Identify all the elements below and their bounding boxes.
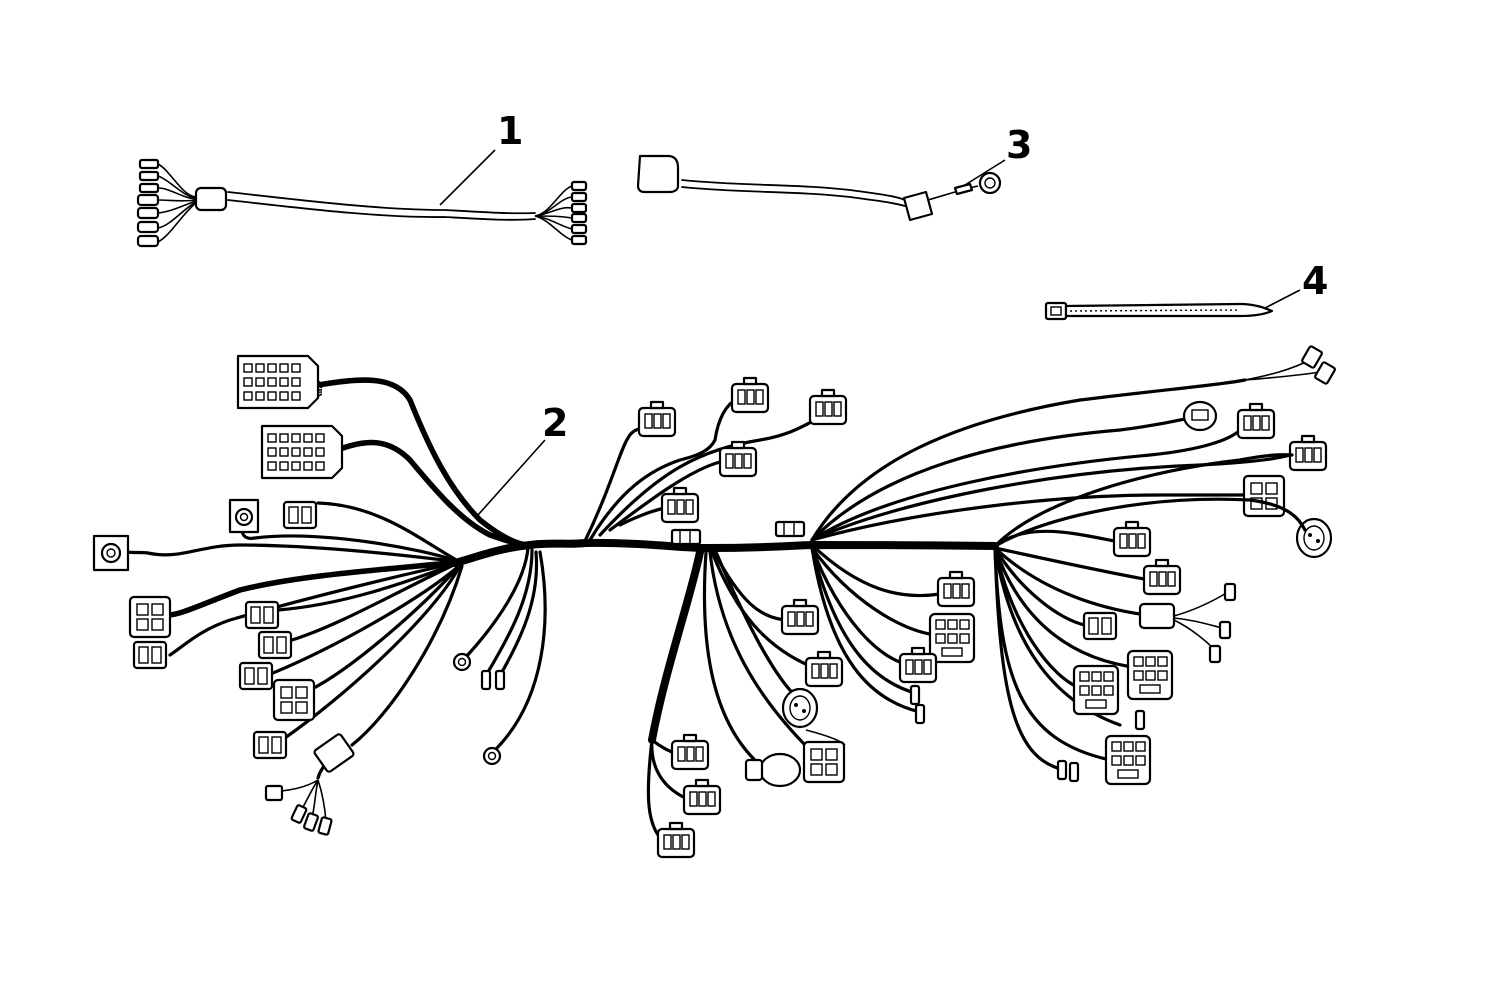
leader-lines [439, 149, 1301, 516]
item-4-cable-tie [1044, 301, 1274, 321]
callout-1-label: 1 [497, 109, 524, 153]
callout-3-label: 3 [1006, 123, 1033, 167]
callout-4-label: 4 [1302, 259, 1329, 303]
item-2-main-harness [92, 345, 1336, 859]
ring-terminal-left [92, 534, 130, 572]
callout-2-label: 2 [542, 401, 569, 445]
item-1-adapter-lead [136, 158, 588, 248]
item-3-ground-cable [636, 154, 1002, 222]
